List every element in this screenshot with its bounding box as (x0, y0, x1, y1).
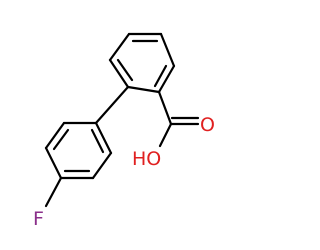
bond (44, 146, 63, 180)
carbon-fluorine-bond (44, 176, 63, 208)
bond (91, 151, 113, 180)
double-bond (116, 58, 134, 82)
double-bond (52, 128, 70, 151)
biaryl-bond (94, 85, 130, 125)
bond (159, 32, 176, 68)
bond (158, 122, 173, 148)
bond (94, 121, 113, 155)
chemical-structure: F O HO (33, 32, 215, 230)
carbonyl-oxygen-label: O (200, 114, 215, 136)
bond (108, 32, 131, 62)
upper-benzene-ring (108, 32, 176, 94)
bond (157, 90, 173, 126)
lower-benzene-ring (44, 121, 113, 180)
bond (44, 121, 66, 150)
double-bond (153, 64, 168, 88)
double-bond (90, 128, 105, 154)
fluorine-atom-label: F (33, 208, 44, 230)
carboxyl-group (157, 90, 200, 148)
hydroxyl-label: HO (132, 148, 161, 170)
bond (157, 64, 176, 94)
bond (108, 58, 130, 89)
bond (126, 85, 161, 94)
